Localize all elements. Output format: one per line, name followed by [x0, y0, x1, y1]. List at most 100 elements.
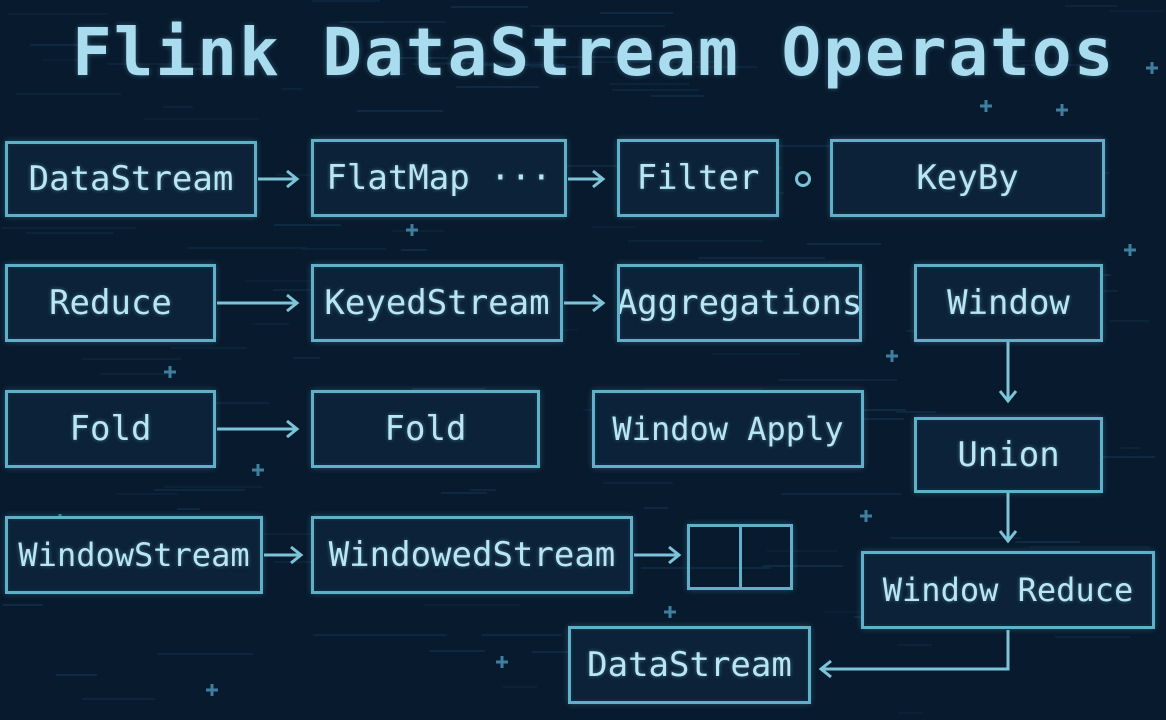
background-streak [171, 347, 247, 349]
background-streak [763, 565, 843, 567]
background-streak [603, 482, 673, 484]
background-streak [781, 493, 901, 495]
background-streak [470, 489, 496, 491]
background-streak [711, 353, 801, 355]
background-streak [30, 44, 90, 46]
background-streak [890, 537, 1021, 539]
window-grid-icon [687, 524, 793, 590]
background-star [860, 510, 872, 522]
background-streak [392, 230, 445, 232]
background-streak [424, 604, 520, 606]
background-streak [312, 0, 380, 2]
background-star [496, 656, 508, 668]
node-datastream-sink[interactable]: DataStream [568, 626, 811, 704]
node-window[interactable]: Window [914, 264, 1103, 342]
node-window-reduce[interactable]: Window Reduce [861, 551, 1155, 629]
background-streak [807, 243, 881, 245]
background-streak [698, 257, 825, 259]
background-streak [1055, 636, 1130, 638]
background-star [164, 366, 176, 378]
background-streak [610, 83, 689, 85]
background-star [252, 464, 264, 476]
background-streak [898, 712, 923, 714]
node-datastream-source[interactable]: DataStream [5, 141, 257, 217]
background-streak [1015, 541, 1080, 543]
background-streak [1065, 5, 1117, 7]
background-star [664, 606, 676, 618]
background-star [980, 100, 992, 112]
node-flatmap[interactable]: FlatMap ··· [311, 139, 567, 217]
background-streak [100, 373, 166, 375]
background-streak [530, 25, 665, 27]
background-streak [3, 604, 43, 606]
background-streak [82, 358, 181, 360]
background-streak [612, 89, 699, 91]
background-streak [1070, 456, 1155, 458]
connector-dot [795, 171, 811, 187]
node-window-apply[interactable]: Window Apply [592, 390, 864, 468]
node-filter[interactable]: Filter [617, 139, 779, 217]
background-streak [187, 247, 307, 249]
background-streak [824, 611, 859, 613]
background-streak [521, 165, 629, 167]
background-streak [184, 68, 212, 70]
node-windowstream[interactable]: WindowStream [5, 516, 263, 594]
background-streak [600, 12, 673, 14]
background-streak [644, 388, 762, 390]
background-streak [313, 634, 447, 636]
background-star [886, 350, 898, 362]
background-streak [281, 88, 303, 90]
background-streak [168, 402, 269, 404]
background-streak [433, 62, 549, 64]
background-streak [8, 13, 107, 15]
background-streak [1002, 60, 1031, 62]
background-star [1124, 244, 1136, 256]
arrow-window-reduce-to-datastream [822, 630, 1010, 671]
background-streak [253, 323, 289, 325]
background-streak [264, 533, 316, 535]
grid-cell-left [690, 527, 739, 587]
background-streak [357, 110, 443, 112]
background-streak [56, 674, 97, 676]
background-streak [896, 411, 936, 413]
background-star [206, 684, 218, 696]
background-streak [2, 227, 136, 229]
background-streak [590, 61, 717, 63]
background-streak [696, 66, 757, 68]
node-windowedstream[interactable]: WindowedStream [311, 516, 633, 594]
background-star [1056, 104, 1068, 116]
background-streak [651, 95, 704, 97]
background-streak [116, 493, 177, 495]
background-streak [451, 6, 528, 8]
background-streak [482, 634, 562, 636]
background-streak [276, 174, 339, 176]
background-streak [1109, 320, 1149, 322]
node-keyedstream[interactable]: KeyedStream [311, 264, 563, 342]
background-streak [177, 508, 200, 510]
background-streak [107, 63, 201, 65]
background-streak [729, 145, 843, 147]
background-streak [401, 249, 427, 251]
node-fold-left[interactable]: Fold [5, 390, 216, 468]
background-streak [412, 388, 485, 390]
background-streak [82, 698, 155, 700]
node-union[interactable]: Union [914, 417, 1103, 493]
background-streak [565, 56, 624, 58]
background-streak [386, 57, 448, 59]
background-streak [372, 73, 406, 75]
node-fold-right[interactable]: Fold [311, 390, 540, 468]
background-streak [16, 93, 121, 95]
background-streak [274, 224, 341, 226]
background-streak [628, 240, 763, 242]
background-streak [1030, 546, 1149, 548]
node-keyby[interactable]: KeyBy [830, 139, 1105, 217]
background-streak [163, 106, 193, 108]
node-reduce[interactable]: Reduce [5, 264, 216, 342]
background-streak [897, 644, 932, 646]
background-streak [412, 63, 505, 65]
node-aggregations[interactable]: Aggregations [617, 264, 862, 342]
background-streak [529, 66, 579, 68]
background-streak [456, 86, 539, 88]
background-streak [154, 489, 245, 491]
background-star [1146, 62, 1158, 74]
